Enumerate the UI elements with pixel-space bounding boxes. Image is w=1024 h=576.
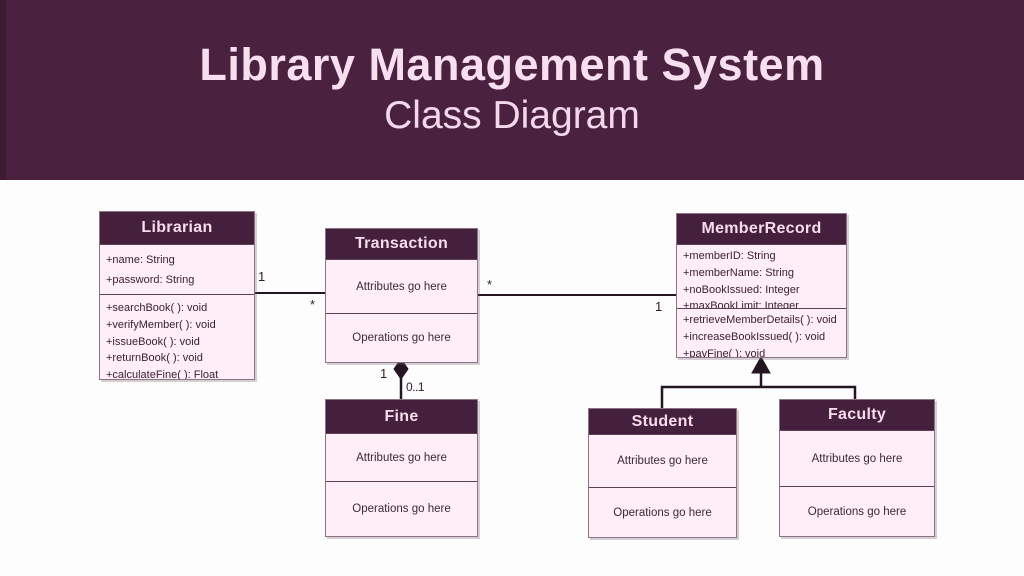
class-box-librarian: Librarian +name: String +password: Strin… <box>99 211 255 380</box>
attributes-section: Attributes go here <box>589 434 736 487</box>
operations-placeholder: Operations go here <box>807 505 907 518</box>
operations-placeholder: Operations go here <box>613 506 712 519</box>
inheritance-branch-faculty <box>761 385 857 399</box>
attributes-section: Attributes go here <box>326 259 477 313</box>
class-box-faculty: Faculty Attributes go here Operations go… <box>779 399 935 537</box>
class-title-transaction: Transaction <box>326 229 477 259</box>
class-box-fine: Fine Attributes go here Operations go he… <box>325 399 478 537</box>
class-operation: +searchBook( ): void <box>106 302 208 314</box>
attributes-placeholder: Attributes go here <box>617 455 708 467</box>
operations-placeholder: Operations go here <box>352 332 451 344</box>
banner: Library Management System Class Diagram <box>0 0 1024 180</box>
multiplicity-label: 0..1 <box>406 380 425 394</box>
multiplicity-label: * <box>487 277 493 292</box>
class-box-memberrecord: MemberRecord +memberID: String +memberNa… <box>676 213 847 358</box>
page-title: Library Management System <box>199 38 825 90</box>
class-operation: +payFine( ): void <box>683 347 766 357</box>
banner-left-edge <box>0 0 6 180</box>
class-attribute: +password: String <box>106 274 195 286</box>
attributes-section: Attributes go here <box>326 433 477 481</box>
class-operation: +returnBook( ): void <box>106 352 203 365</box>
class-attribute: +name: String <box>106 254 175 266</box>
multiplicity-label: 1 <box>655 299 663 314</box>
inheritance-arrow-icon <box>751 355 771 374</box>
class-attribute: +memberName: String <box>683 266 794 279</box>
page-subtitle: Class Diagram <box>384 94 640 138</box>
attributes-section: +memberID: String +memberName: String +n… <box>677 244 846 308</box>
attributes-section: +name: String +password: String <box>100 244 254 294</box>
class-title-fine: Fine <box>326 400 477 433</box>
operations-section: +retrieveMemberDetails( ): void +increas… <box>677 308 846 357</box>
class-box-transaction: Transaction Attributes go here Operation… <box>325 228 478 363</box>
class-title-memberrecord: MemberRecord <box>677 214 846 244</box>
attributes-placeholder: Attributes go here <box>811 452 903 465</box>
operations-section: Operations go here <box>326 313 477 362</box>
operations-section: Operations go here <box>326 481 477 536</box>
class-title-student: Student <box>589 409 736 434</box>
class-attribute: +noBookIssued: Integer <box>683 283 800 296</box>
multiplicity-label: 1 <box>380 366 388 381</box>
operations-placeholder: Operations go here <box>352 503 451 515</box>
operations-section: Operations go here <box>780 486 934 536</box>
class-title-librarian: Librarian <box>100 212 254 244</box>
attributes-placeholder: Attributes go here <box>356 280 447 293</box>
attributes-placeholder: Attributes go here <box>356 451 447 464</box>
operations-section: Operations go here <box>589 487 736 537</box>
attributes-section: Attributes go here <box>780 430 934 486</box>
class-operation: +issueBook( ): void <box>106 335 200 348</box>
inheritance-branch-student <box>660 385 761 408</box>
class-title-faculty: Faculty <box>780 400 934 430</box>
multiplicity-label: * <box>310 297 316 312</box>
class-operation: +increaseBookIssued( ): void <box>683 330 826 343</box>
class-operation: +calculateFine( ): Float <box>106 369 219 379</box>
class-box-student: Student Attributes go here Operations go… <box>588 408 737 538</box>
class-operation: +verifyMember( ): void <box>106 318 216 331</box>
class-operation: +retrieveMemberDetails( ): void <box>683 314 837 326</box>
multiplicity-label: 1 <box>258 269 266 284</box>
class-attribute: +maxBookLimit: Integer <box>683 300 799 308</box>
operations-section: +searchBook( ): void +verifyMember( ): v… <box>100 294 254 379</box>
class-attribute: +memberID: String <box>683 250 776 262</box>
